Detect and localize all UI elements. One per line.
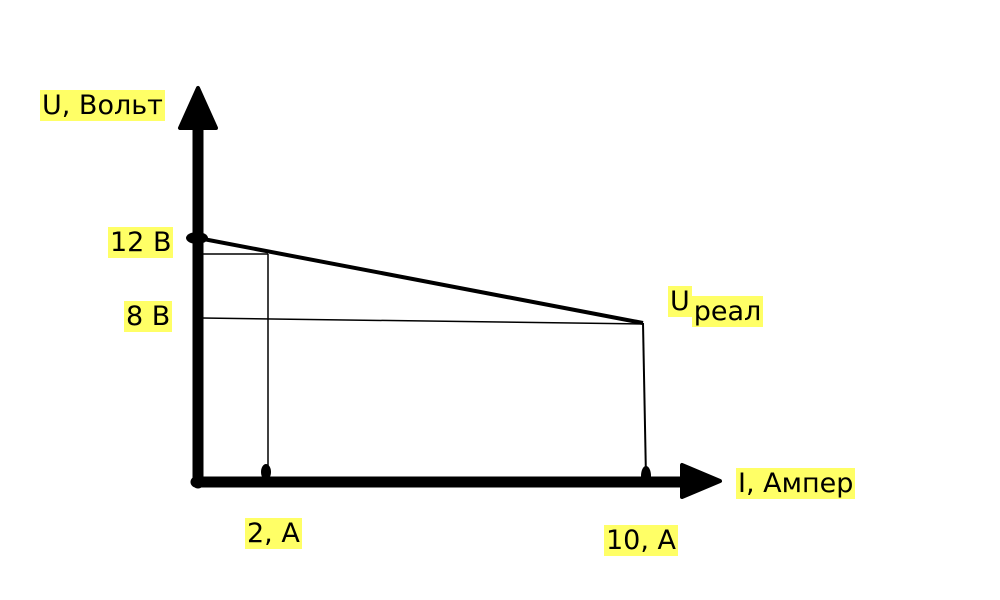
- point-12v: [186, 232, 208, 244]
- y-tick-12: 12 В: [108, 227, 174, 258]
- x-tick-2: 2, А: [245, 518, 302, 549]
- point-2a: [261, 464, 271, 480]
- point-10a: [641, 466, 651, 486]
- helper-line-10a: [642, 322, 647, 479]
- x-axis-arrowhead: [680, 463, 722, 499]
- helper-line-8v: [201, 317, 644, 325]
- y-tick-8: 8 В: [124, 301, 173, 332]
- x-axis-label-text: I, Ампер: [736, 468, 856, 499]
- x-tick-10: 10, А: [604, 525, 678, 556]
- x-tick-10-text: 10, А: [604, 525, 678, 556]
- y-tick-12-text: 12 В: [108, 227, 174, 258]
- y-axis-label-text: U, Вольт: [40, 90, 165, 121]
- u-real-main: U: [668, 286, 692, 317]
- x-axis-label: I, Ампер: [736, 468, 856, 499]
- load-line: [197, 236, 644, 325]
- y-axis-label: U, Вольт: [40, 90, 165, 121]
- y-tick-8-text: 8 В: [124, 301, 173, 332]
- y-axis-arrowhead: [178, 86, 218, 130]
- x-tick-2-text: 2, А: [245, 518, 302, 549]
- u-real-subscript: реал: [691, 296, 764, 327]
